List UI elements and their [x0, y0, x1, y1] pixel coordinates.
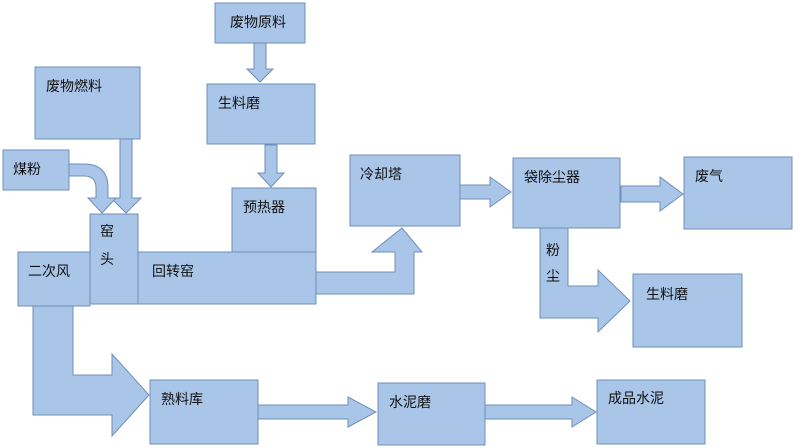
label-kiln-head-1: 窑 [100, 223, 114, 240]
box-finished-cement [596, 379, 706, 445]
label-waste-raw: 废物原料 [230, 15, 286, 31]
box-cement-mill [377, 382, 486, 446]
label-coal-powder: 煤粉 [13, 162, 41, 178]
label-cement-mill: 水泥磨 [389, 395, 431, 411]
label-raw-mill-right: 生料磨 [646, 287, 688, 303]
label-rotary-kiln: 回转窑 [152, 263, 194, 280]
box-coal-powder [2, 149, 70, 191]
box-bag-filter [512, 157, 621, 229]
arrow-cement-mill-to-finished [484, 396, 597, 428]
box-secondary-air [17, 251, 91, 307]
box-rotary-kiln [137, 251, 317, 305]
label-preheater: 预热器 [243, 200, 285, 216]
box-waste-raw [214, 2, 306, 44]
arrow-raw-mill-to-preheater [256, 144, 286, 188]
label-raw-mill-top: 生料磨 [218, 96, 260, 112]
box-waste-fuel [34, 66, 141, 140]
arrow-bag-filter-to-waste-gas [620, 176, 684, 212]
label-bag-filter: 袋除尘器 [524, 170, 580, 186]
arrow-waste-raw-to-raw-mill [245, 42, 275, 83]
arrow-dust-to-raw-mill [539, 227, 631, 334]
label-secondary-air: 二次风 [28, 264, 70, 280]
label-waste-gas: 废气 [695, 169, 723, 185]
box-cooling-tower [349, 154, 461, 227]
label-finished-cement: 成品水泥 [608, 391, 664, 407]
arrow-waste-fuel-to-kiln-head [109, 138, 143, 214]
box-raw-mill-top [206, 83, 316, 145]
label-clinker-store: 熟料库 [161, 392, 203, 408]
label-dust-1: 粉 [546, 243, 560, 259]
label-kiln-head-2: 头 [100, 252, 114, 268]
arrow-secondary-air-to-clinker [32, 305, 150, 438]
box-raw-mill-right [632, 273, 743, 348]
arrow-coal-to-kiln-head [68, 163, 118, 214]
box-waste-gas [683, 156, 793, 230]
arrow-cooling-to-bag-filter [459, 176, 512, 208]
label-waste-fuel: 废物燃料 [46, 78, 102, 95]
arrow-clinker-to-cement-mill [257, 396, 378, 428]
box-kiln-head [89, 213, 139, 305]
box-clinker-store [149, 379, 259, 445]
label-dust-2: 尘 [546, 269, 560, 285]
box-preheater [231, 187, 317, 253]
arrow-kiln-to-cooling-tower [315, 227, 424, 295]
label-cooling-tower: 冷却塔 [360, 167, 402, 183]
